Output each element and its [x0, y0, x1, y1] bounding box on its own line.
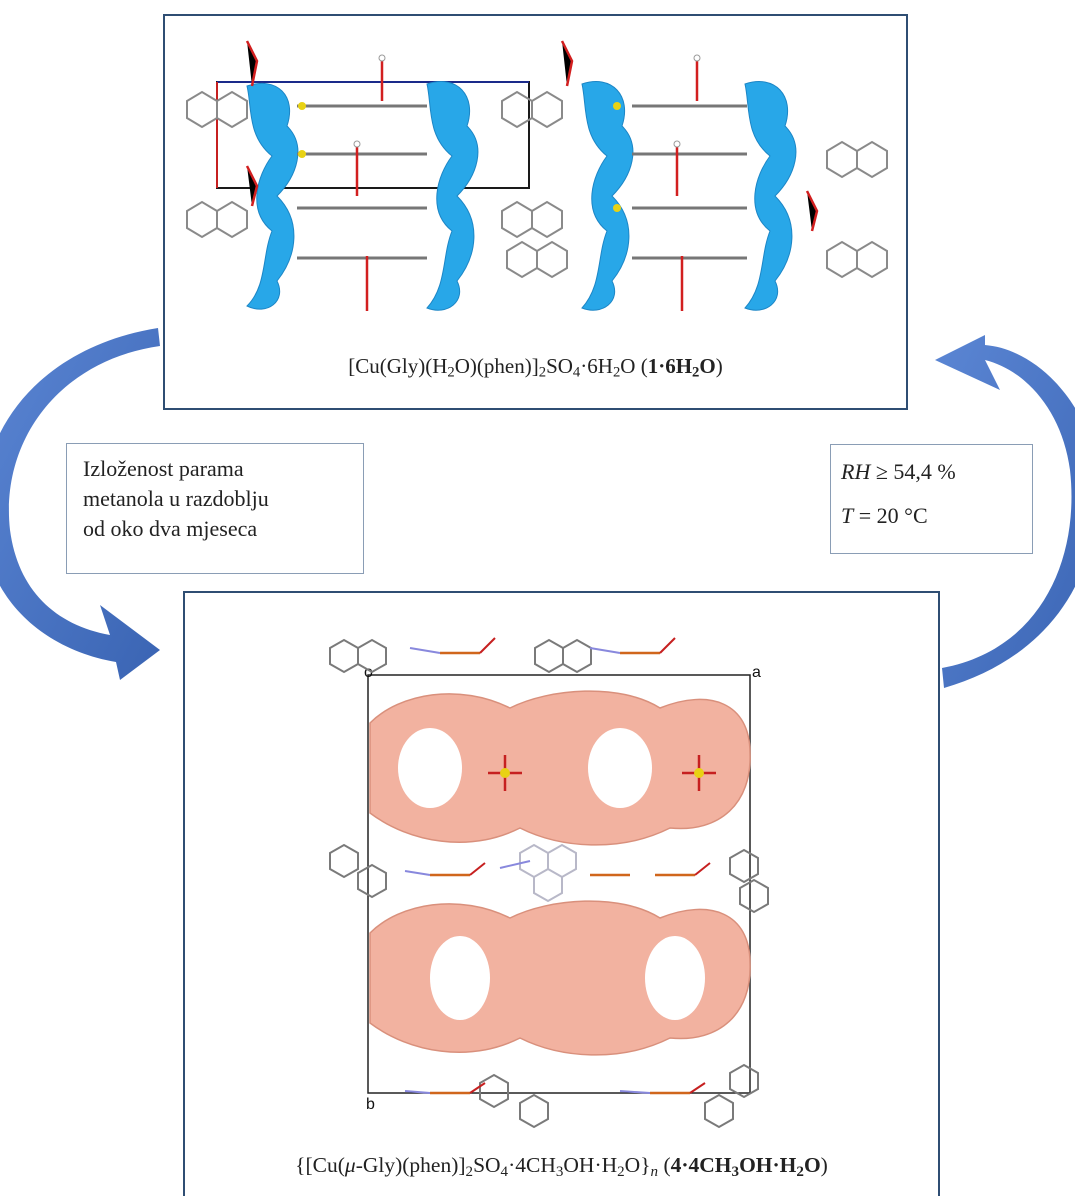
humidity-condition: RH ≥ 54,4 %	[841, 459, 956, 484]
left-curved-arrow	[0, 328, 160, 680]
top-structure-formula: [Cu(Gly)(H2O)(phen)]2SO4·6H2O (1·6H2O)	[348, 354, 723, 381]
left-condition-line-2: metanola u razdoblju	[83, 486, 269, 511]
top-compound-label: 1·6H2O	[647, 354, 716, 381]
bottom-structure-panel: o a b	[183, 591, 940, 1196]
temperature-condition: T = 20 °C	[841, 503, 928, 528]
right-condition-box: RH ≥ 54,4 % T = 20 °C	[830, 444, 1033, 554]
axis-b-label: b	[366, 1096, 375, 1113]
axis-a-label: a	[752, 664, 761, 681]
left-condition-line-1: Izloženost parama	[83, 456, 244, 481]
left-condition-line-3: od oko dva mjeseca	[83, 516, 258, 541]
axis-origin-label: o	[364, 664, 373, 681]
bottom-compound-label: 4·4CH3OH·H2O	[670, 1153, 821, 1180]
bottom-crystal-image: o a b	[329, 637, 769, 1129]
left-condition-box: Izloženost parama metanola u razdoblju o…	[66, 443, 364, 574]
bottom-structure-formula: {[Cu(μ-Gly)(phen)]2SO4·4CH3OH·H2O}n (4·4…	[295, 1153, 828, 1180]
top-structure-panel: [Cu(Gly)(H2O)(phen)]2SO4·6H2O (1·6H2O)	[163, 14, 908, 410]
top-crystal-image	[186, 40, 888, 311]
